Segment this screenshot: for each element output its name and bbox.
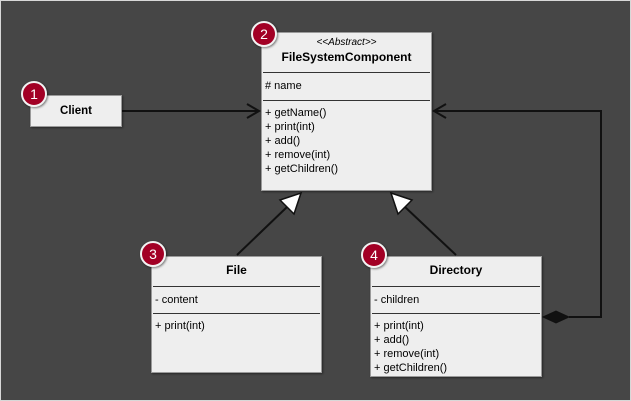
operation-item: + add() <box>265 135 301 147</box>
operation-item: + print(int) <box>374 320 424 332</box>
class-name: File <box>226 263 247 277</box>
operation-item: + getChildren() <box>374 362 448 374</box>
directory-inheritance-triangle <box>389 191 414 216</box>
operation-item: + remove(int) <box>265 149 331 161</box>
class-divider <box>153 313 320 314</box>
file-inheritance-line <box>236 206 288 256</box>
attribute-item: - content <box>155 294 198 306</box>
class-operations: + getName() + print(int) + add() + remov… <box>262 101 431 176</box>
file-inheritance-triangle <box>278 191 303 216</box>
operation-item: + remove(int) <box>374 348 440 360</box>
class-stereotype: <<Abstract>> <box>316 37 377 48</box>
class-attributes: # name <box>262 73 431 100</box>
operation-item: + getName() <box>265 107 327 119</box>
step-badge-3: 3 <box>140 241 166 267</box>
client-label: Client <box>60 105 92 117</box>
operation-item: + getChildren() <box>265 163 339 175</box>
composition-diamond <box>541 310 571 324</box>
class-attributes: - children <box>371 287 541 313</box>
class-name: FileSystemComponent <box>281 50 412 64</box>
class-name: Directory <box>429 263 483 277</box>
directory-inheritance-line <box>404 206 457 256</box>
class-divider <box>372 286 540 287</box>
class-divider <box>372 313 540 314</box>
association-arrowhead <box>246 103 261 119</box>
aggregation-line <box>434 110 602 318</box>
class-divider <box>153 286 320 287</box>
step-badge-2: 2 <box>251 21 277 47</box>
class-operations: + print(int) + add() + remove(int) + get… <box>371 314 541 375</box>
class-divider <box>263 100 430 101</box>
attribute-item: # name <box>265 80 302 92</box>
operation-item: + print(int) <box>155 320 205 332</box>
class-attributes: - content <box>152 287 321 313</box>
operation-item: + add() <box>374 334 410 346</box>
directory-class[interactable]: Directory - children + print(int) + add(… <box>370 256 542 377</box>
class-divider <box>263 72 430 73</box>
operation-item: + print(int) <box>265 121 315 133</box>
step-badge-1: 1 <box>21 81 47 107</box>
attribute-item: - children <box>374 294 420 306</box>
filesystemcomponent-class[interactable]: <<Abstract>> FileSystemComponent # name … <box>261 32 432 191</box>
aggregation-arrowhead <box>432 103 447 119</box>
file-class[interactable]: File - content + print(int) <box>151 256 322 373</box>
step-badge-4: 4 <box>361 242 387 268</box>
class-operations: + print(int) <box>152 314 321 333</box>
